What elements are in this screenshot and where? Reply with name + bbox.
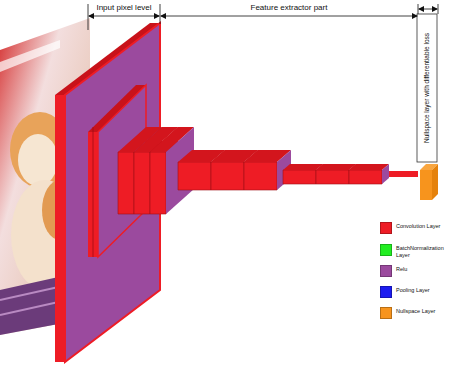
input-image-part — [0, 40, 60, 72]
legend-swatch — [380, 286, 392, 298]
dimension-lines-part — [88, 4, 89, 30]
dimension-lines-part — [438, 4, 439, 14]
legend-text: Nullspace Layer — [396, 308, 448, 315]
input-image-part — [18, 134, 58, 186]
conv-block-part — [389, 171, 418, 177]
vertical-layer-label: Nullspace layer with differentiable loss — [422, 16, 432, 160]
dimension-lines-part — [161, 16, 417, 17]
dimension-lines-part — [419, 9, 437, 10]
dimension-lines-part — [89, 16, 159, 17]
conv-block-part — [382, 164, 389, 184]
conv-block-part — [150, 152, 166, 214]
dimension-label: Input pixel level — [88, 3, 160, 13]
conv-block-part — [283, 164, 323, 170]
input-layer — [55, 23, 160, 362]
conv-block-part — [244, 162, 277, 190]
nullspace-layer-part — [432, 164, 438, 200]
legend-swatch — [380, 307, 392, 319]
legend-swatch — [380, 265, 392, 277]
conv-block-part — [118, 152, 134, 214]
nullspace-layer — [417, 14, 438, 200]
conv-block-part — [178, 162, 211, 190]
dimension-lines — [88, 4, 438, 30]
dimension-lines-part — [418, 4, 419, 14]
legend-text: Pooling Layer — [396, 287, 448, 294]
conv-block-part — [211, 162, 244, 190]
conv-block-part — [283, 170, 316, 184]
conv-block — [283, 164, 418, 184]
conv-block-part — [316, 170, 349, 184]
input-layer-part — [55, 95, 65, 362]
conv-block-part — [93, 127, 94, 257]
legend-swatch — [380, 222, 392, 234]
conv-block-part — [134, 152, 150, 214]
conv-block-part — [349, 170, 382, 184]
legend-text: BatchNormalization Layer — [396, 245, 448, 258]
conv-block-part — [316, 164, 356, 170]
input-layer-part — [65, 23, 160, 362]
legend-swatch — [380, 244, 392, 256]
conv-block-part — [349, 164, 389, 170]
legend-text: Convolution Layer — [396, 223, 448, 230]
conv-block — [178, 150, 291, 190]
nullspace-layer-part — [420, 170, 432, 200]
dimension-lines-part — [160, 4, 161, 24]
dimension-label: Feature extractor part — [160, 3, 418, 13]
nullspace-layer-part — [417, 14, 437, 162]
legend-text: Relu — [396, 266, 448, 273]
